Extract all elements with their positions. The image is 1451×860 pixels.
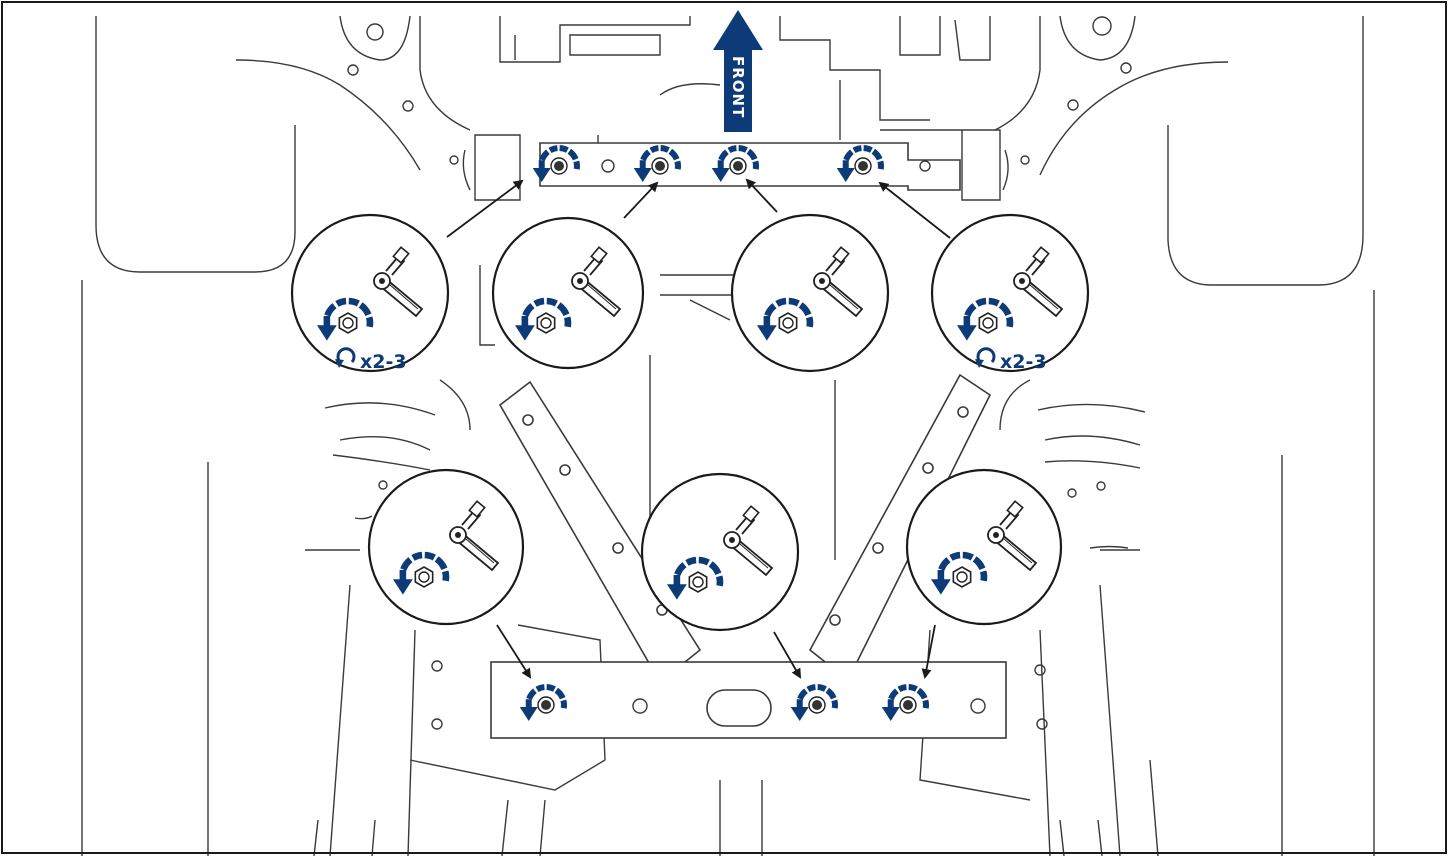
leader-arrow bbox=[447, 181, 522, 237]
callout-front-right-inner bbox=[732, 215, 888, 371]
callout-front-left-inner bbox=[493, 218, 643, 368]
repeat-count: x2-3 bbox=[1000, 351, 1047, 373]
callout-front-left-outer: x2-3 bbox=[292, 215, 448, 373]
leader-arrow bbox=[624, 183, 657, 218]
callout-front-right-outer: x2-3 bbox=[932, 215, 1088, 373]
callout-rear-left bbox=[369, 470, 523, 624]
callout-rear-center bbox=[642, 474, 798, 630]
repeat-count: x2-3 bbox=[360, 351, 407, 373]
rear-crossmember bbox=[491, 662, 1006, 738]
front-direction-arrow: FRONT bbox=[713, 10, 763, 132]
leader-arrow bbox=[880, 183, 950, 238]
front-label: FRONT bbox=[729, 56, 747, 118]
callout-rear-right bbox=[907, 470, 1061, 624]
